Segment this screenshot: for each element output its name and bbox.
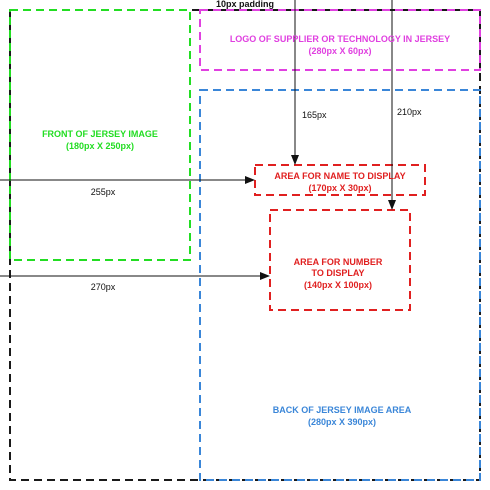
front-label-size: (180px X 250px)	[66, 141, 134, 151]
back-label-title: BACK OF JERSEY IMAGE AREA	[273, 405, 412, 415]
dimension-label-165: 165px	[302, 110, 327, 120]
logo-label-title: LOGO OF SUPPLIER OR TECHNOLOGY IN JERSEY	[230, 34, 450, 44]
dimension-label-270: 270px	[91, 282, 116, 292]
dimension-label-210: 210px	[397, 107, 422, 117]
number-label-line1: AREA FOR NUMBER	[294, 257, 383, 267]
back-jersey-area	[199, 89, 481, 481]
logo-label-size: (280px X 60px)	[308, 46, 371, 56]
logo-area	[199, 9, 481, 71]
dimension-label-255: 255px	[91, 187, 116, 197]
front-jersey-area	[9, 9, 191, 261]
number-area	[269, 209, 411, 311]
padding-label: 10px padding	[216, 0, 274, 9]
name-label-size: (170px X 30px)	[308, 183, 371, 193]
number-label-line2: TO DISPLAY	[311, 268, 364, 278]
number-label-size: (140px X 100px)	[304, 280, 372, 290]
name-label-title: AREA FOR NAME TO DISPLAY	[274, 171, 405, 181]
front-label-title: FRONT OF JERSEY IMAGE	[42, 129, 158, 139]
name-area	[254, 164, 426, 196]
back-label-size: (280px X 390px)	[308, 417, 376, 427]
